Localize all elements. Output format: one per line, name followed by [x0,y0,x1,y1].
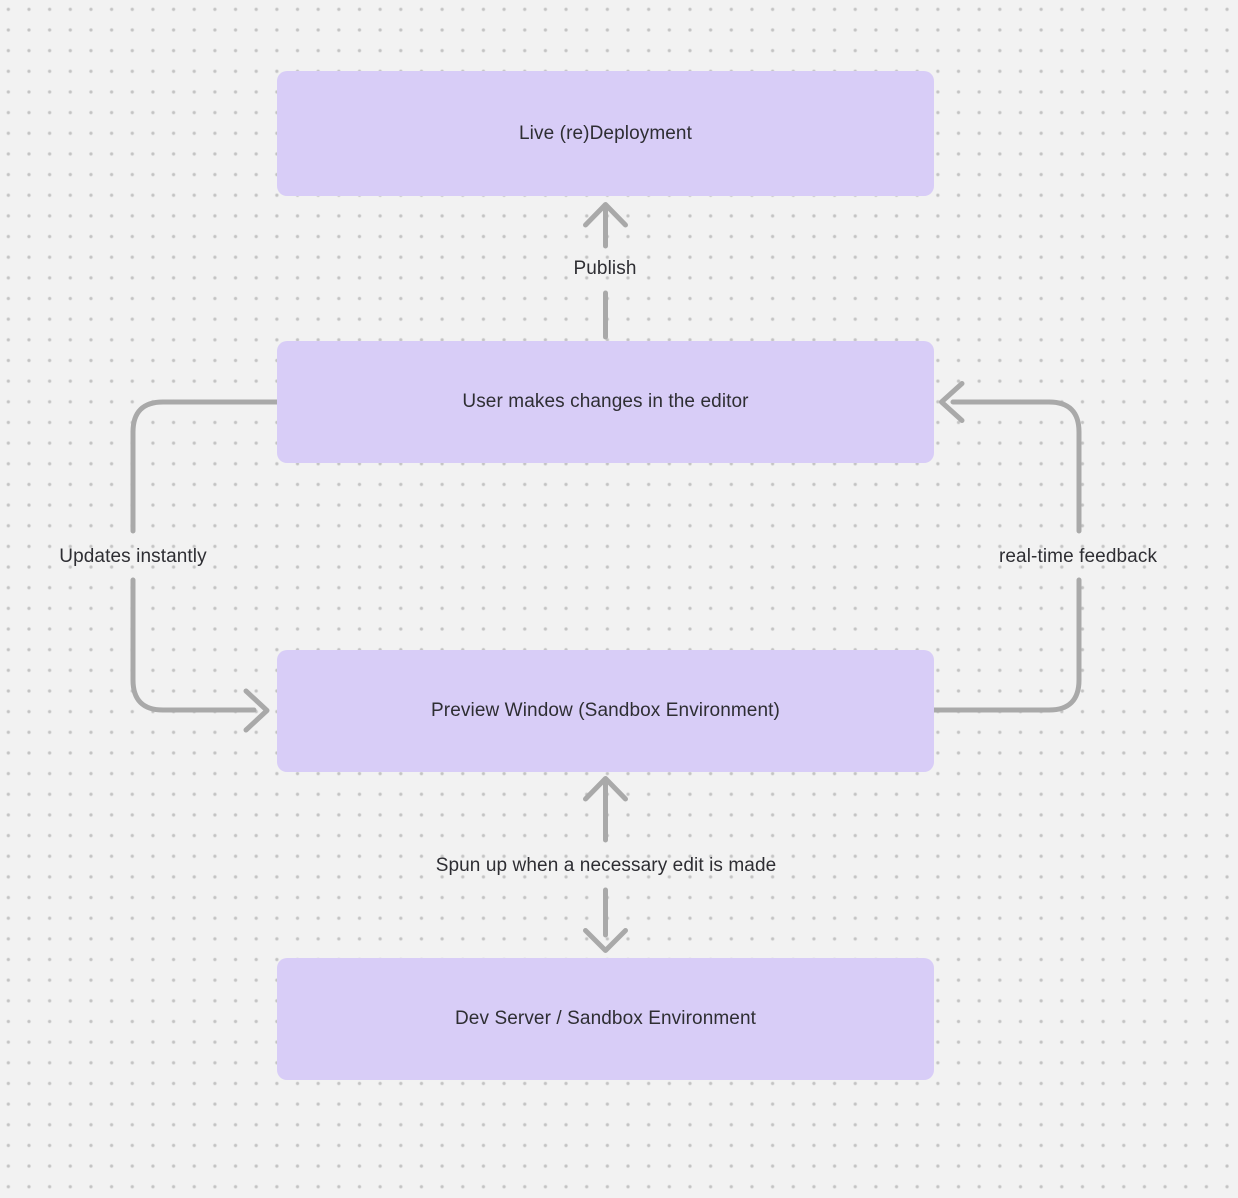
node-user-changes: User makes changes in the editor [277,341,934,463]
node-dev-server-label: Dev Server / Sandbox Environment [454,1008,756,1029]
edge-updates-segment-top [130,399,280,534]
node-dev-server: Dev Server / Sandbox Environment [277,958,934,1080]
arrowhead-left-feedback [939,381,965,423]
node-preview-window-label: Preview Window (Sandbox Environment) [431,700,780,721]
edge-label-publish: Publish [573,258,637,279]
edge-label-realtime-feedback: real-time feedback [998,546,1158,567]
node-live-deployment: Live (re)Deployment [277,71,934,196]
arrowhead-down-sandbox [583,928,628,953]
edge-feedback-segment-top [950,399,1082,534]
arrowhead-right-updates [243,688,270,733]
arrowhead-up-publish [583,202,628,228]
arrowhead-up-sandbox [583,776,628,802]
node-preview-window: Preview Window (Sandbox Environment) [277,650,934,772]
node-live-deployment-label: Live (re)Deployment [519,122,692,144]
edge-label-updates-instantly: Updates instantly [59,546,207,567]
edge-label-spun-up: Spun up when a necessary edit is made [435,855,777,876]
edge-feedback-segment-bottom [931,577,1082,713]
node-user-changes-label: User makes changes in the editor [462,391,749,412]
edge-updates-segment-bottom [130,577,257,713]
